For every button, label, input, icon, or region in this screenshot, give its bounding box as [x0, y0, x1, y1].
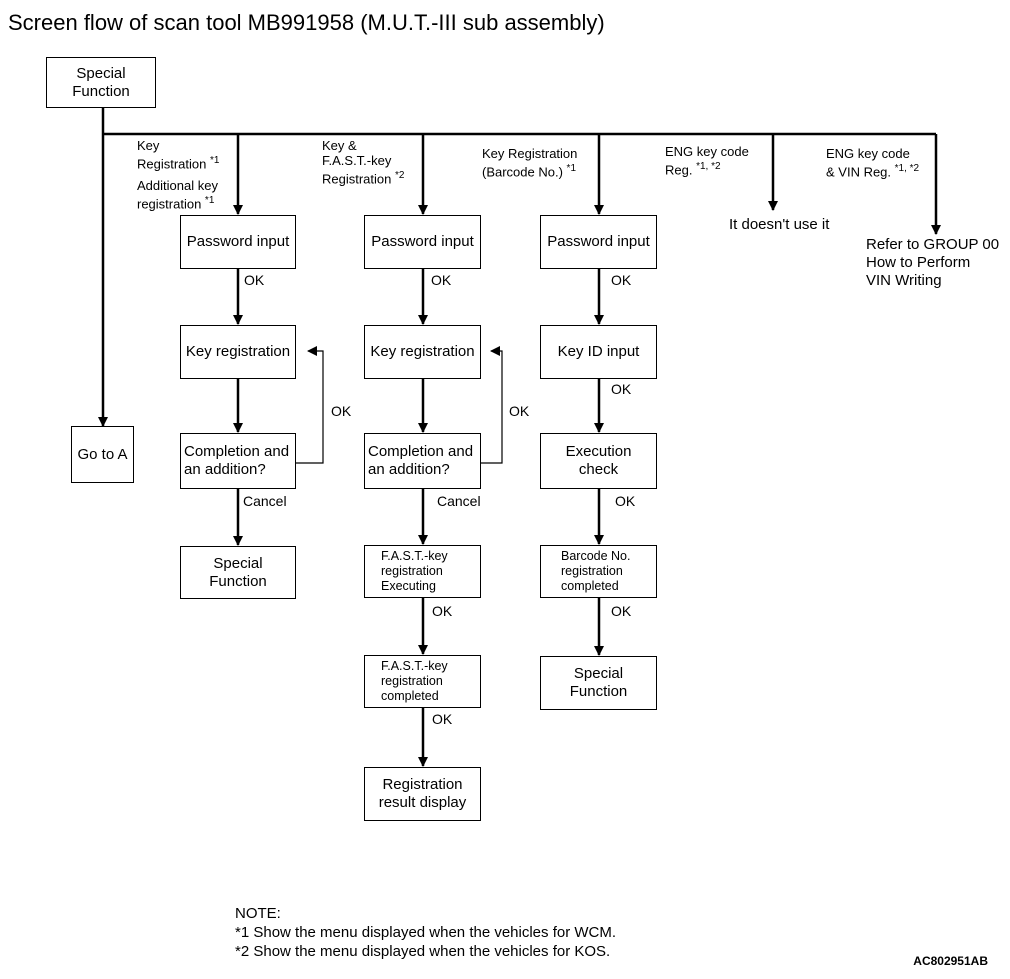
col2-key-registration-box: Key registration — [364, 325, 481, 379]
branch-label-key-fast-key-registration: Key & F.A.S.T.-key Registration *2 — [322, 138, 405, 187]
col1-key-registration-box: Key registration — [180, 325, 296, 379]
col2-ok-label-3: OK — [432, 711, 453, 727]
note-line-1: *1 Show the menu displayed when the vehi… — [235, 924, 617, 941]
col3-key-id-input-box: Key ID input — [540, 325, 657, 379]
col2-registration-result-box: Registration result display — [364, 767, 481, 821]
branch-label-eng-key-code: ENG key code Reg. *1, *2 — [665, 144, 749, 178]
col3-execution-check-box: Execution check — [540, 433, 657, 489]
col2-loop-ok-label: OK — [509, 403, 530, 419]
figure-code: AC802951AB — [913, 954, 988, 968]
branch-label-barcode-registration: Key Registration (Barcode No.) *1 — [482, 146, 578, 180]
col3-password-input-box: Password input — [540, 215, 657, 269]
note-line-2: *2 Show the menu displayed when the vehi… — [235, 943, 611, 960]
col3-special-function-box: Special Function — [540, 656, 657, 710]
col3-ok-label-4: OK — [611, 603, 632, 619]
page-title: Screen flow of scan tool MB991958 (M.U.T… — [8, 10, 605, 35]
root-special-function-box: Special Function — [46, 57, 156, 108]
col2-fast-executing-box: F.A.S.T.-key registration Executing — [364, 545, 481, 598]
col4-not-used-text: It doesn't use it — [729, 216, 830, 233]
col5-refer-group-text: Refer to GROUP 00 How to Perform VIN Wri… — [866, 236, 1000, 289]
col1-loop-ok-label: OK — [331, 403, 352, 419]
col3-barcode-completed-box: Barcode No. registration completed — [540, 545, 657, 598]
col1-completion-box: Completion and an addition? — [180, 433, 296, 489]
col2-ok-label-1: OK — [431, 272, 452, 288]
note-block: NOTE: *1 Show the menu displayed when th… — [235, 904, 616, 961]
col3-ok-label-2: OK — [611, 381, 632, 397]
col1-password-input-box: Password input — [180, 215, 296, 269]
col1-special-function-box: Special Function — [180, 546, 296, 599]
go-to-a-box: Go to A — [71, 426, 134, 483]
branch-label-additional-key-registration: Additional key registration *1 — [137, 178, 218, 212]
branch-label-eng-key-code-vin: ENG key code & VIN Reg. *1, *2 — [826, 146, 920, 180]
col2-ok-label-2: OK — [432, 603, 453, 619]
col3-ok-label-3: OK — [615, 493, 636, 509]
note-heading: NOTE: — [235, 905, 281, 922]
col2-password-input-box: Password input — [364, 215, 481, 269]
col1-ok-label-1: OK — [244, 272, 265, 288]
col3-ok-label-1: OK — [611, 272, 632, 288]
col2-completion-box: Completion and an addition? — [364, 433, 481, 489]
col2-fast-completed-box: F.A.S.T.-key registration completed — [364, 655, 481, 708]
branch-label-key-registration: Key Registration *1 — [137, 138, 220, 172]
col2-cancel-label: Cancel — [437, 493, 481, 509]
col1-cancel-label: Cancel — [243, 493, 287, 509]
